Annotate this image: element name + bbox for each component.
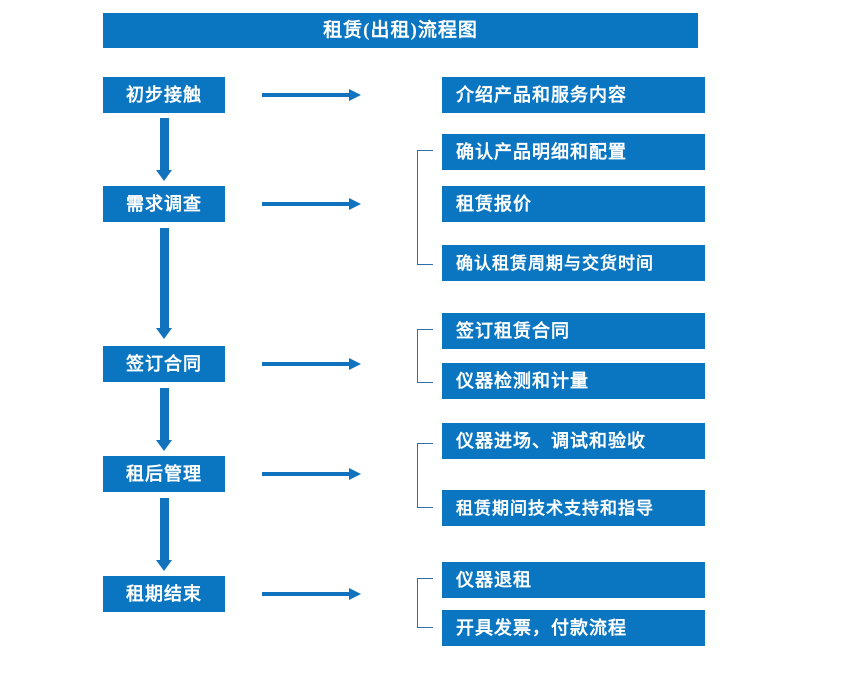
arrow-head-icon	[349, 89, 361, 101]
arrow-stem	[262, 362, 350, 366]
group-bracket-4	[417, 443, 433, 508]
arrow-head-icon	[349, 588, 361, 600]
arrow-head-icon	[349, 468, 361, 480]
arrow-head-icon	[349, 198, 361, 210]
horizontal-arrow-2	[262, 198, 361, 210]
detail-box-instrument-test[interactable]: 仪器检测和计量	[442, 363, 705, 399]
vertical-arrow-3	[156, 388, 172, 451]
horizontal-arrow-5	[262, 588, 361, 600]
arrow-head-icon	[156, 440, 172, 451]
stage-box-post-rent-mgmt[interactable]: 租后管理	[103, 456, 225, 492]
detail-box-tech-support[interactable]: 租赁期间技术支持和指导	[442, 490, 705, 526]
arrow-stem	[160, 498, 169, 560]
group-bracket-5	[417, 578, 433, 628]
vertical-arrow-4	[156, 498, 172, 571]
detail-box-intro-products[interactable]: 介绍产品和服务内容	[442, 77, 705, 113]
arrow-stem	[160, 388, 169, 440]
detail-box-rental-quote[interactable]: 租赁报价	[442, 186, 705, 222]
page-title: 租赁(出租)流程图	[103, 13, 698, 48]
stage-box-lease-end[interactable]: 租期结束	[103, 576, 225, 612]
arrow-stem	[262, 202, 350, 206]
detail-box-confirm-period[interactable]: 确认租赁周期与交货时间	[442, 245, 705, 281]
arrow-stem	[262, 472, 350, 476]
vertical-arrow-2	[156, 228, 172, 341]
stage-box-demand-survey[interactable]: 需求调查	[103, 186, 225, 222]
stage-box-initial-contact[interactable]: 初步接触	[103, 77, 225, 113]
vertical-arrow-1	[156, 118, 172, 181]
detail-box-instrument-entry[interactable]: 仪器进场、调试和验收	[442, 423, 705, 459]
arrow-head-icon	[156, 170, 172, 181]
horizontal-arrow-1	[262, 89, 361, 101]
detail-box-sign-lease[interactable]: 签订租赁合同	[442, 313, 705, 349]
arrow-head-icon	[156, 560, 172, 571]
detail-box-confirm-spec[interactable]: 确认产品明细和配置	[442, 134, 705, 170]
arrow-stem	[262, 93, 350, 97]
arrow-stem	[262, 592, 350, 596]
arrow-head-icon	[349, 358, 361, 370]
arrow-stem	[160, 228, 169, 328]
arrow-stem	[160, 118, 169, 170]
group-bracket-3	[417, 329, 433, 383]
stage-box-sign-contract[interactable]: 签订合同	[103, 346, 225, 382]
detail-box-instrument-return[interactable]: 仪器退租	[442, 562, 705, 598]
horizontal-arrow-3	[262, 358, 361, 370]
horizontal-arrow-4	[262, 468, 361, 480]
group-bracket-2	[417, 150, 433, 265]
arrow-head-icon	[156, 328, 172, 339]
detail-box-invoice-payment[interactable]: 开具发票，付款流程	[442, 610, 705, 646]
